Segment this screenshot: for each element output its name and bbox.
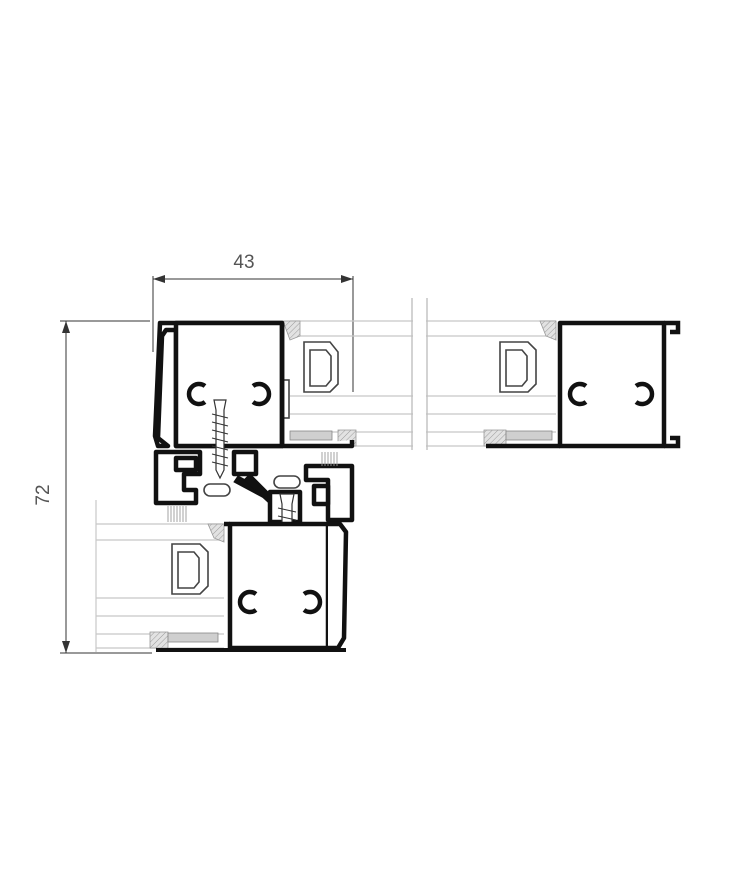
top-glazing [290,298,556,450]
lower-brush-seal [167,506,187,522]
width-arrow-right [341,275,353,283]
bottom-profile [156,521,349,652]
height-label: 72 [33,484,54,505]
height-dimension: 72 [33,320,152,654]
width-arrow-left [153,275,165,283]
upper-brush-seal [321,452,338,466]
width-dimension: 43 [152,252,354,392]
top-left-profile [152,320,355,449]
upper-screw [211,399,229,480]
top-right-profile [486,320,681,449]
height-arrow-bottom [62,641,70,653]
width-label: 43 [233,252,254,273]
height-arrow-top [62,321,70,333]
bottom-glazing [95,500,225,652]
top-right-spacer [483,320,557,447]
top-left-spacer [280,320,357,447]
corner-connector [153,449,355,525]
